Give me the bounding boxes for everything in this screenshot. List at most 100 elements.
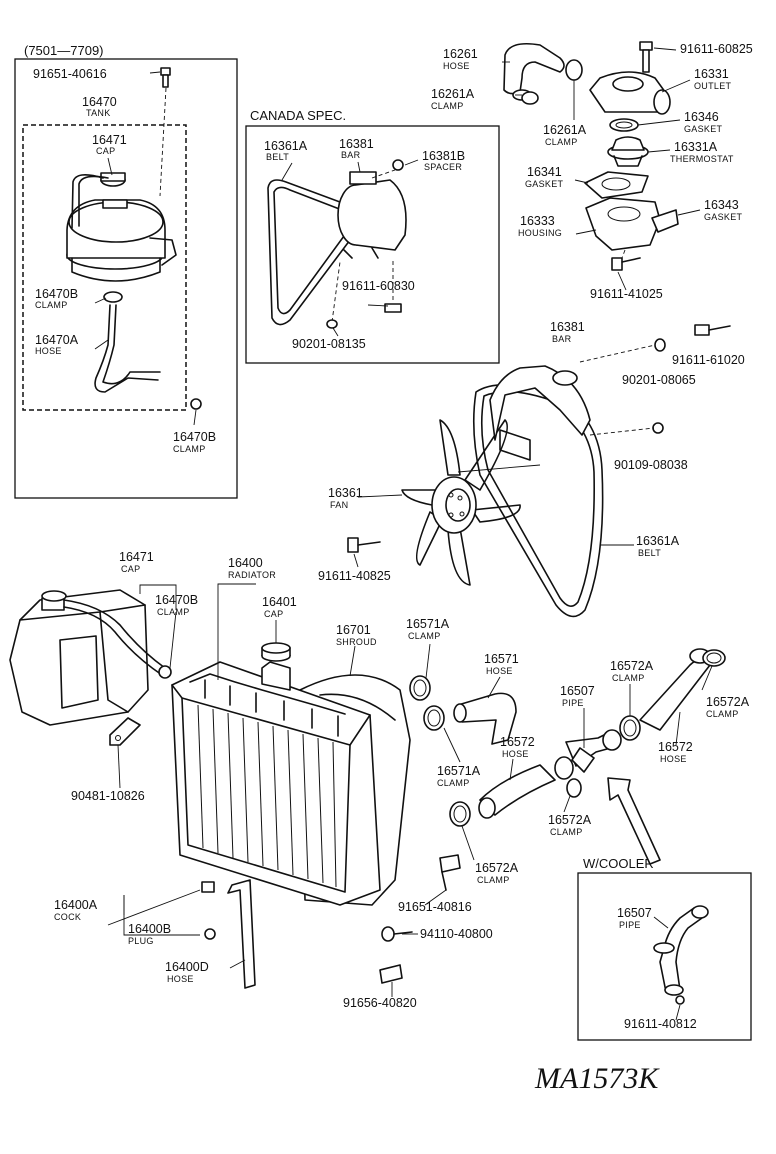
label-number-p14: 16261A bbox=[543, 123, 587, 137]
label-number-p49: 91651-40816 bbox=[398, 900, 472, 914]
label-name-p14: CLAMP bbox=[545, 137, 578, 147]
label-number-p08: 16381 bbox=[339, 137, 374, 151]
label-number-p12: 16261 bbox=[443, 47, 478, 61]
label-number-p15: 91611-60825 bbox=[680, 42, 753, 56]
label-name-p20: GASKET bbox=[704, 212, 743, 222]
label-name-p06: CLAMP bbox=[173, 444, 206, 454]
label-number-p52: 16507 bbox=[617, 906, 652, 920]
label-name-p27: FAN bbox=[330, 500, 348, 510]
label-name-p38: PIPE bbox=[562, 698, 584, 708]
label-number-p28: 16361A bbox=[636, 534, 680, 548]
label-name-p21: HOUSING bbox=[518, 228, 562, 238]
label-number-p41: 16572 bbox=[500, 735, 535, 749]
leader-lines bbox=[94, 47, 713, 1021]
label-number-p44: 16572A bbox=[475, 861, 519, 875]
label-number-p53: 91611-40812 bbox=[624, 1017, 697, 1031]
range-heading: (7501—7709) bbox=[24, 43, 104, 58]
label-number-p11: 90201-08135 bbox=[292, 337, 366, 351]
label-number-p26: 90109-08038 bbox=[614, 458, 688, 472]
label-number-p09: 16381B bbox=[422, 149, 465, 163]
label-number-p40: 16571A bbox=[437, 764, 481, 778]
label-number-p03: 16471 bbox=[92, 133, 127, 147]
label-name-p33: CAP bbox=[264, 609, 283, 619]
label-number-p33: 16401 bbox=[262, 595, 297, 609]
label-name-p37: CLAMP bbox=[612, 673, 645, 683]
label-name-p23: BAR bbox=[552, 334, 572, 344]
label-number-p32: 16400 bbox=[228, 556, 263, 570]
label-name-p28: BELT bbox=[638, 548, 661, 558]
label-name-p02: TANK bbox=[86, 108, 111, 118]
label-number-p10: 91611-60830 bbox=[342, 279, 415, 293]
label-number-p51: 91656-40820 bbox=[343, 996, 417, 1010]
label-name-p03: CAP bbox=[96, 146, 115, 156]
label-name-p04: CLAMP bbox=[35, 300, 68, 310]
label-number-p06: 16470B bbox=[173, 430, 216, 444]
label-name-p31: CLAMP bbox=[157, 607, 190, 617]
label-number-p31: 16470B bbox=[155, 593, 198, 607]
label-number-p02: 16470 bbox=[82, 95, 117, 109]
radiator-drawing bbox=[171, 642, 461, 989]
label-number-p22: 91611-41025 bbox=[590, 287, 663, 301]
label-number-p30: 16471 bbox=[119, 550, 154, 564]
label-name-p08: BAR bbox=[341, 150, 361, 160]
label-name-p12: HOSE bbox=[443, 61, 470, 71]
label-name-p16: OUTLET bbox=[694, 81, 732, 91]
label-number-p36: 16571 bbox=[484, 652, 519, 666]
label-number-p18: 16331A bbox=[674, 140, 718, 154]
canada-heading: CANADA SPEC. bbox=[250, 108, 346, 123]
label-name-p34: SHROUD bbox=[336, 637, 377, 647]
label-number-p23: 16381 bbox=[550, 320, 585, 334]
label-name-p40: CLAMP bbox=[437, 778, 470, 788]
label-number-p46: 16400A bbox=[54, 898, 98, 912]
label-number-p16: 16331 bbox=[694, 67, 729, 81]
cooler-pipe-drawing bbox=[653, 905, 709, 1005]
label-name-p05: HOSE bbox=[35, 346, 62, 356]
label-name-p17: GASKET bbox=[684, 124, 723, 134]
label-number-p19: 16341 bbox=[527, 165, 562, 179]
label-number-p43: 16572A bbox=[548, 813, 592, 827]
label-name-p13: CLAMP bbox=[431, 101, 464, 111]
label-number-p35: 16571A bbox=[406, 617, 450, 631]
label-number-p34: 16701 bbox=[336, 623, 371, 637]
label-number-p01: 91651-40616 bbox=[33, 67, 107, 81]
label-name-p09: SPACER bbox=[424, 162, 462, 172]
label-name-p32: RADIATOR bbox=[228, 570, 276, 580]
label-number-p21: 16333 bbox=[520, 214, 555, 228]
canada-belt-drawing bbox=[267, 159, 407, 329]
label-number-p17: 16346 bbox=[684, 110, 719, 124]
label-name-p18: THERMOSTAT bbox=[670, 154, 734, 164]
label-number-p48: 16400D bbox=[165, 960, 209, 974]
label-name-p47: PLUG bbox=[128, 936, 154, 946]
label-number-p39: 16572A bbox=[706, 695, 750, 709]
label-name-p41: HOSE bbox=[502, 749, 529, 759]
label-number-p38: 16507 bbox=[560, 684, 595, 698]
label-name-p39: CLAMP bbox=[706, 709, 739, 719]
fan-belt-drawing bbox=[347, 324, 731, 618]
reserve-tank-lower-drawing bbox=[9, 589, 172, 746]
label-number-p37: 16572A bbox=[610, 659, 654, 673]
thermostat-stack-drawing bbox=[503, 41, 679, 271]
label-number-p47: 16400B bbox=[128, 922, 171, 936]
part-labels: 91651-40616 16470 TANK 16471 CAP 16470B … bbox=[33, 42, 753, 1031]
reserve-tank-top-drawing bbox=[66, 67, 202, 410]
label-name-p43: CLAMP bbox=[550, 827, 583, 837]
label-name-p52: PIPE bbox=[619, 920, 641, 930]
diagram-code: MA1573K bbox=[534, 1062, 660, 1095]
label-name-p35: CLAMP bbox=[408, 631, 441, 641]
label-name-p46: COCK bbox=[54, 912, 81, 922]
label-number-p45: 90481-10826 bbox=[71, 789, 145, 803]
label-name-p48: HOSE bbox=[167, 974, 194, 984]
label-number-p20: 16343 bbox=[704, 198, 739, 212]
label-number-p13: 16261A bbox=[431, 87, 475, 101]
label-number-p24: 91611-61020 bbox=[672, 353, 745, 367]
label-name-p19: GASKET bbox=[525, 179, 564, 189]
label-name-p44: CLAMP bbox=[477, 875, 510, 885]
label-number-p29: 91611-40825 bbox=[318, 569, 391, 583]
label-number-p25: 90201-08065 bbox=[622, 373, 696, 387]
label-name-p07: BELT bbox=[266, 152, 289, 162]
label-number-p05: 16470A bbox=[35, 333, 79, 347]
label-name-p30: CAP bbox=[121, 564, 140, 574]
cooler-heading: W/COOLER bbox=[583, 856, 654, 871]
coolant-hoses-drawing bbox=[409, 648, 726, 865]
